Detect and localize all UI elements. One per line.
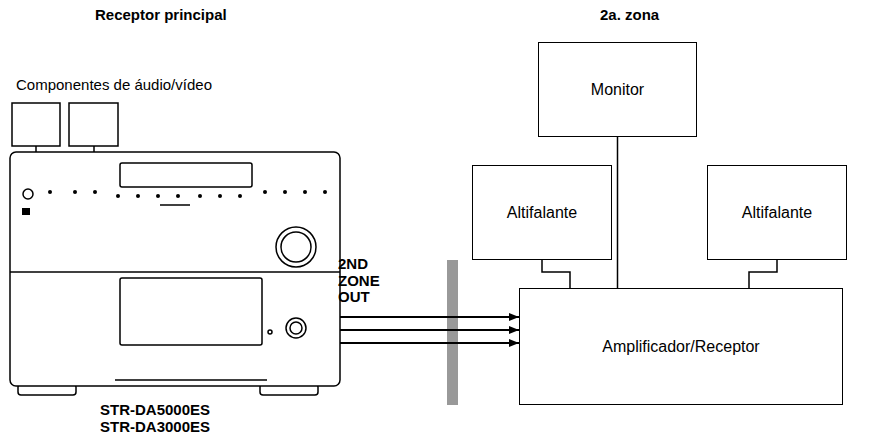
model-number: STR-DA5000ES [100,401,210,418]
amplifier-box: Amplificador/Receptor [519,288,843,405]
signal-wire [617,137,619,288]
speaker-box: Altifalante [472,165,612,260]
signal-wire [749,260,777,288]
section-heading: 2a. zona [600,6,659,23]
speaker-box: Altifalante [707,165,847,260]
monitor-box: Monitor [538,42,697,137]
model-number: STR-DA3000ES [100,418,210,435]
box-text: Altifalante [734,204,820,222]
section-heading: Receptor principal [95,6,227,23]
box-text: Amplificador/Receptor [594,338,767,356]
box-text: Altifalante [499,204,585,222]
box-text: Monitor [583,81,652,99]
signal-wire [542,260,570,288]
output-label: 2ND ZONE OUT [338,256,390,306]
component-label: Componentes de áudio/vídeo [16,76,212,93]
